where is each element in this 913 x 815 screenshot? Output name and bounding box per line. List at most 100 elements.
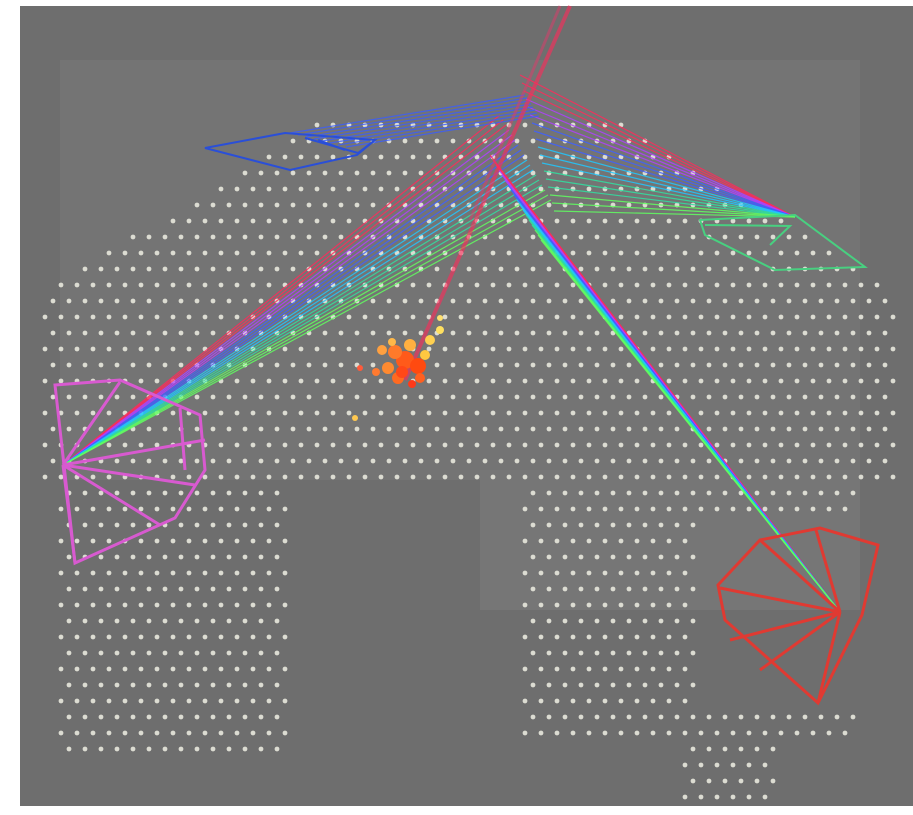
grid-dot: [746, 762, 752, 768]
camera-frustum-blue: [204, 131, 378, 172]
grid-dot: [50, 426, 56, 432]
grid-dot: [810, 314, 816, 320]
grid-dot: [242, 298, 248, 304]
grid-dot: [658, 266, 664, 272]
grid-dot: [178, 298, 184, 304]
grid-dot: [802, 234, 808, 240]
grid-dot: [282, 666, 288, 672]
grid-dot: [682, 346, 688, 352]
grid-dot: [626, 426, 632, 432]
grid-dot: [394, 314, 400, 320]
ray-line: [553, 210, 796, 218]
ray-line: [531, 122, 796, 218]
grid-dot: [834, 394, 840, 400]
grid-dot: [186, 506, 192, 512]
grid-dot: [226, 458, 232, 464]
grid-dot: [626, 554, 632, 560]
grid-dot: [226, 266, 232, 272]
ray-line: [62, 144, 519, 466]
grid-dot: [90, 314, 96, 320]
grid-dot: [474, 250, 480, 256]
grid-dot: [530, 522, 536, 528]
grid-dot: [426, 186, 432, 192]
grid-dot: [282, 538, 288, 544]
grid-dot: [714, 378, 720, 384]
grid-dot: [818, 714, 824, 720]
grid-dot: [570, 698, 576, 704]
grid-dot: [250, 378, 256, 384]
grid-dot: [138, 602, 144, 608]
grid-dot: [434, 138, 440, 144]
grid-dot: [578, 490, 584, 496]
grid-dot: [618, 378, 624, 384]
grid-dot: [818, 394, 824, 400]
grid-dot: [274, 522, 280, 528]
grid-dot: [314, 410, 320, 416]
grid-dot: [698, 282, 704, 288]
grid-dot: [666, 634, 672, 640]
grid-dot: [850, 714, 856, 720]
grid-dot: [626, 714, 632, 720]
grid-dot: [226, 682, 232, 688]
grid-dot: [570, 442, 576, 448]
grid-dot: [762, 314, 768, 320]
grid-dot: [650, 698, 656, 704]
grid-dot: [562, 586, 568, 592]
cloud-point: [352, 415, 358, 421]
grid-dot: [506, 474, 512, 480]
grid-dot: [618, 250, 624, 256]
grid-dot: [522, 282, 528, 288]
grid-dot: [682, 250, 688, 256]
grid-dot: [202, 410, 208, 416]
grid-dot: [866, 458, 872, 464]
grid-dot: [186, 634, 192, 640]
grid-dot: [618, 282, 624, 288]
grid-dot: [394, 186, 400, 192]
grid-dot: [730, 442, 736, 448]
grid-dot: [266, 570, 272, 576]
grid-dot: [530, 394, 536, 400]
grid-dot: [82, 586, 88, 592]
grid-dot: [570, 282, 576, 288]
grid-dot: [810, 346, 816, 352]
grid-dot: [50, 330, 56, 336]
grid-dot: [226, 234, 232, 240]
grid-dot: [442, 410, 448, 416]
grid-dot: [778, 410, 784, 416]
grid-dot: [762, 378, 768, 384]
grid-dot: [850, 298, 856, 304]
grid-dot: [226, 394, 232, 400]
grid-dot: [362, 346, 368, 352]
grid-dot: [578, 330, 584, 336]
grid-dot: [130, 234, 136, 240]
grid-dot: [522, 730, 528, 736]
grid-dot: [578, 586, 584, 592]
grid-dot: [610, 650, 616, 656]
grid-dot: [258, 650, 264, 656]
grid-dot: [266, 282, 272, 288]
grid-dot: [594, 234, 600, 240]
grid-dot: [450, 298, 456, 304]
grid-dot: [66, 330, 72, 336]
grid-dot: [498, 394, 504, 400]
grid-dot: [298, 346, 304, 352]
grid-dot: [282, 442, 288, 448]
grid-dot: [194, 458, 200, 464]
grid-dot: [770, 490, 776, 496]
grid-dot: [418, 330, 424, 336]
grid-dot: [706, 458, 712, 464]
grid-dot: [754, 234, 760, 240]
ray-line: [321, 106, 534, 142]
grid-dot: [418, 394, 424, 400]
grid-dot: [98, 586, 104, 592]
grid-dot: [90, 474, 96, 480]
grid-dot: [370, 170, 376, 176]
grid-dot: [138, 314, 144, 320]
grid-dot: [410, 474, 416, 480]
grid-dot: [674, 362, 680, 368]
grid-dot: [274, 650, 280, 656]
grid-dot: [146, 490, 152, 496]
grid-dot: [586, 186, 592, 192]
grid-dot: [706, 714, 712, 720]
grid-dot: [658, 458, 664, 464]
